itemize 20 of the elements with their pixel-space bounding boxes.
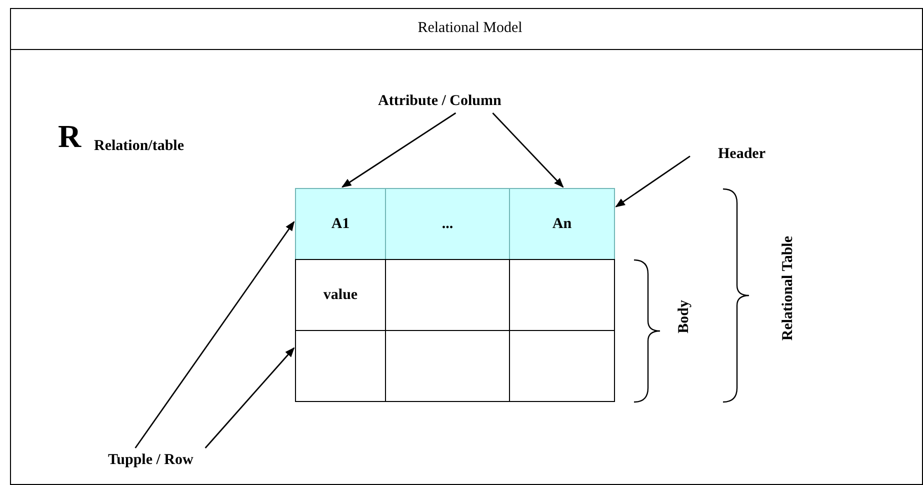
callout-text: Attribute / Column [378, 93, 502, 110]
relation-symbol: R [58, 120, 82, 152]
table-cell [509, 259, 615, 331]
header-cell: A1 [295, 188, 386, 260]
leader-line [342, 112, 456, 188]
header-cell: An [509, 188, 615, 260]
leader-line [134, 221, 295, 448]
title: Relational Model [416, 20, 524, 37]
table-cell: value [295, 259, 386, 331]
table-cell [295, 330, 386, 402]
leader-line [615, 156, 690, 208]
callout-text: Header [718, 146, 766, 163]
header-cell: ... [385, 188, 510, 260]
relation-caption: Relation/table [94, 138, 184, 155]
leader-line [204, 347, 295, 448]
leader-line [492, 112, 564, 188]
bracket-label: Relational Table [780, 236, 797, 341]
table-cell [509, 330, 615, 402]
bracket-label: Body [676, 300, 693, 334]
callout-text: Tupple / Row [108, 452, 194, 469]
